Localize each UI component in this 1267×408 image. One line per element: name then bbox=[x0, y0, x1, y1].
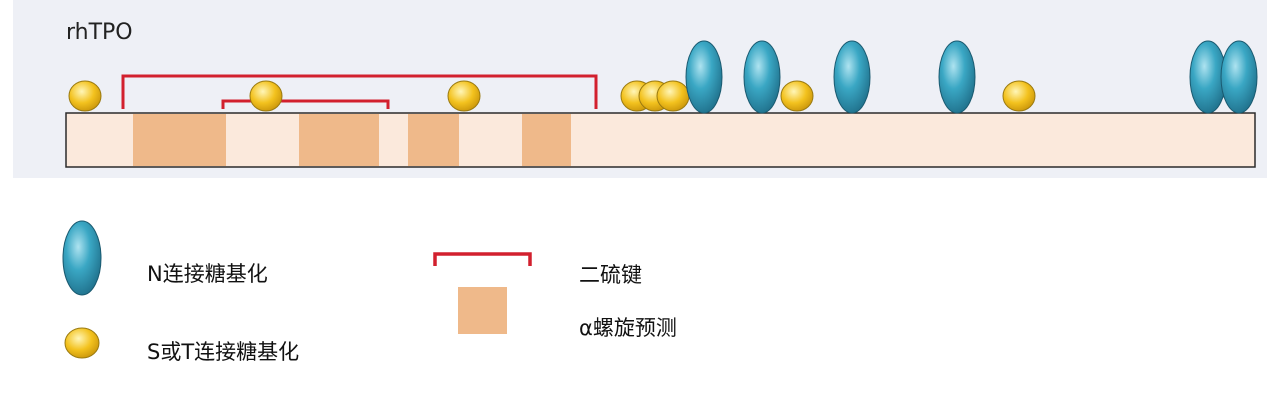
n-glycosylation-site bbox=[685, 40, 723, 114]
legend-ot-glyco-label: S或T连接糖基化 bbox=[147, 340, 300, 364]
n-glycosylation-site bbox=[833, 40, 871, 114]
red-bracket-icon bbox=[433, 252, 532, 266]
disulfide-bond bbox=[121, 74, 598, 109]
ot-glycosylation-site bbox=[780, 80, 814, 112]
disulfide-bond bbox=[221, 99, 390, 109]
n-glycosylation-site bbox=[938, 40, 976, 114]
ot-glycosylation-site bbox=[68, 80, 102, 112]
legend-n-glyco-label: N连接糖基化 bbox=[147, 262, 268, 286]
alpha-helix-region bbox=[299, 114, 379, 166]
blue-ellipse-icon bbox=[62, 220, 102, 296]
ot-glycosylation-site bbox=[656, 80, 690, 112]
n-glycosylation-site bbox=[743, 40, 781, 114]
yellow-circle-icon bbox=[64, 327, 100, 359]
alpha-helix-region bbox=[522, 114, 571, 166]
protein-title: rhTPO bbox=[66, 20, 133, 45]
alpha-helix-region bbox=[408, 114, 459, 166]
alpha-helix-region bbox=[133, 114, 226, 166]
protein-backbone bbox=[65, 112, 1256, 168]
orange-square-icon bbox=[458, 287, 507, 334]
legend-helix-label: α螺旋预测 bbox=[579, 316, 677, 340]
ot-glycosylation-site bbox=[1002, 80, 1036, 112]
legend-disulfide-label: 二硫键 bbox=[579, 263, 642, 287]
ot-glycosylation-site bbox=[249, 80, 283, 112]
n-glycosylation-site bbox=[1220, 40, 1258, 114]
ot-glycosylation-site bbox=[447, 80, 481, 112]
